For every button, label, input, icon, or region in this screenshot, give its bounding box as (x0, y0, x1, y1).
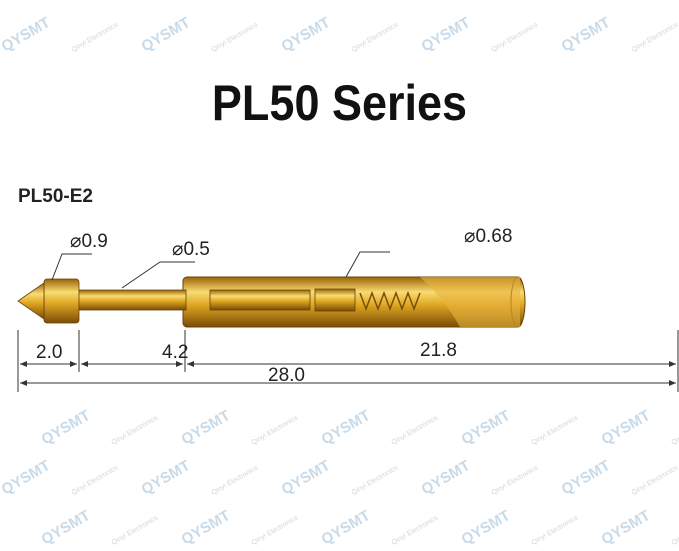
arrowheads (20, 361, 676, 386)
dim-tip: 2.0 (36, 342, 62, 363)
barrel-diameter: ⌀0.68 (464, 226, 512, 247)
leaders (17, 251, 679, 392)
tip (17, 282, 45, 320)
page-title: PL50 Series (211, 75, 468, 131)
dim-plunger: 4.2 (162, 342, 188, 363)
spring (359, 290, 421, 312)
model-label: PL50-E2 (18, 186, 93, 207)
plunger (77, 289, 187, 311)
plunger-diameter: ⌀0.5 (172, 239, 210, 260)
barrel (182, 276, 526, 328)
head (43, 278, 80, 324)
dim-barrel: 21.8 (420, 340, 457, 361)
dim-total: 28.0 (268, 365, 305, 386)
head-diameter: ⌀0.9 (70, 231, 108, 252)
